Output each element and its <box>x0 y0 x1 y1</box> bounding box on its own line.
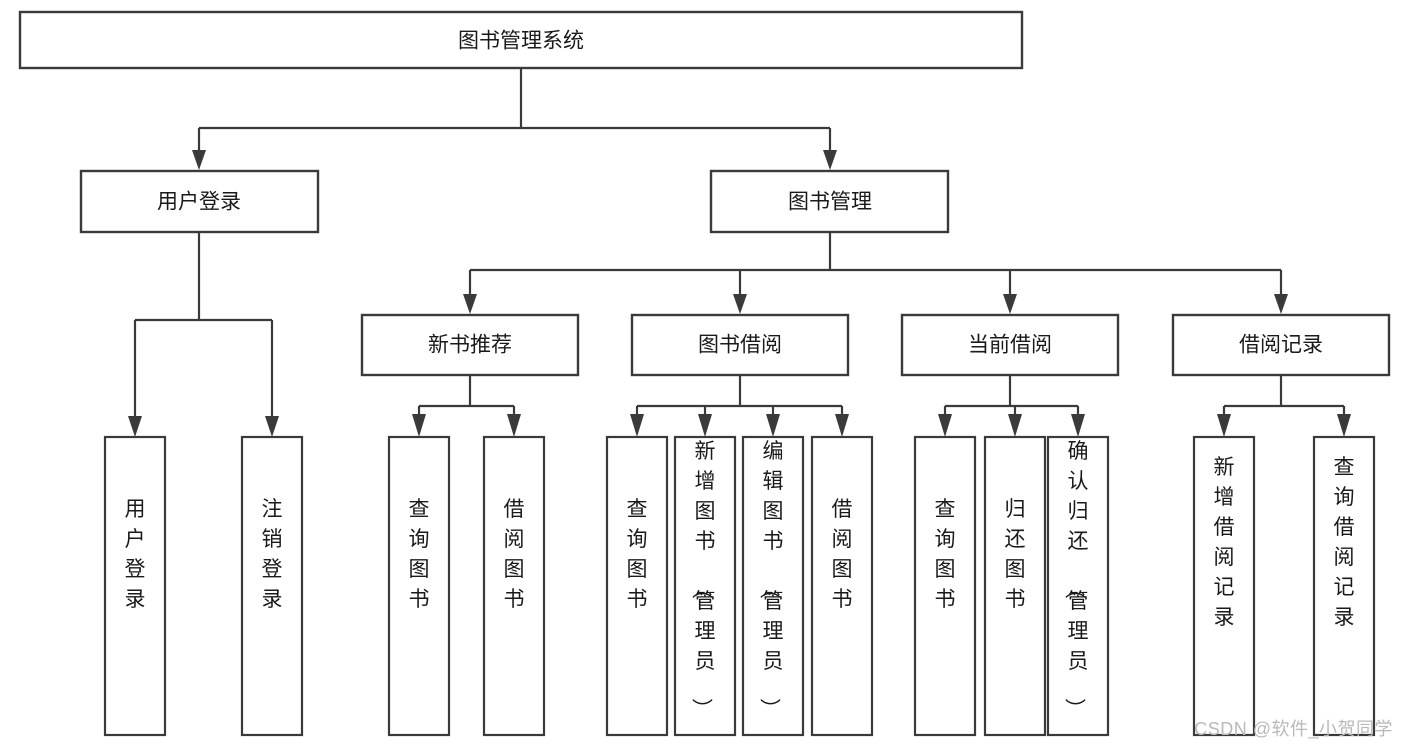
arrow-head-leaf-query-book-2 <box>630 414 644 437</box>
connector-group-borrow-record <box>1217 375 1351 437</box>
node-borrow-record[interactable]: 借阅记录 <box>1171 313 1391 377</box>
arrow-head-user-login <box>192 150 206 170</box>
node-leaf-edit-book-box <box>741 435 805 737</box>
node-leaf-add-record[interactable]: 新增借阅记录 <box>1192 435 1256 737</box>
node-borrow-record-label: 借阅记录 <box>1239 334 1323 357</box>
node-root[interactable]: 图书管理系统 <box>18 10 1024 70</box>
node-leaf-add-record-label: 新增借阅记录 <box>1214 456 1235 629</box>
node-user-login-box <box>79 169 320 234</box>
node-leaf-return-book-box <box>983 435 1047 737</box>
connector-group-new-book-recommend <box>412 375 521 437</box>
node-leaf-query-book-2[interactable]: 查询图书 <box>605 435 669 737</box>
arrow-head-leaf-add-book <box>698 414 712 437</box>
node-leaf-confirm-return-label: 确认归还（管理员） <box>1063 440 1089 719</box>
arrow-head-leaf-borrow-book-2 <box>835 414 849 437</box>
node-leaf-confirm-return-box <box>1046 435 1110 737</box>
arrow-head-leaf-logout <box>265 416 279 437</box>
connector-group-book-borrow <box>630 375 849 437</box>
node-leaf-user-login-box <box>103 435 167 737</box>
node-leaf-query-book-2-box <box>605 435 669 737</box>
node-leaf-query-record-box <box>1312 435 1376 737</box>
connector-group-root <box>192 68 837 170</box>
node-leaf-return-book[interactable]: 归还图书 <box>983 435 1047 737</box>
node-leaf-user-login[interactable]: 用户登录 <box>103 435 167 737</box>
arrow-head-leaf-return-book <box>1008 414 1022 437</box>
node-new-book-recommend-box <box>360 313 580 377</box>
arrow-head-leaf-borrow-book-1 <box>507 414 521 437</box>
arrow-head-current-borrow <box>1003 294 1017 314</box>
node-book-borrow-box <box>630 313 850 377</box>
node-leaf-logout[interactable]: 注销登录 <box>240 435 304 737</box>
arrow-head-leaf-add-record <box>1217 414 1231 437</box>
arrow-head-leaf-edit-book <box>766 414 780 437</box>
node-leaf-query-book-3[interactable]: 查询图书 <box>913 435 977 737</box>
node-root-box <box>18 10 1024 70</box>
arrow-head-book-manage <box>823 150 837 170</box>
connector-group-user-login <box>128 232 279 437</box>
node-leaf-user-login-label: 用户登录 <box>125 498 146 611</box>
node-leaf-query-book-3-box <box>913 435 977 737</box>
node-leaf-borrow-book-2-label: 借阅图书 <box>832 498 853 611</box>
node-leaf-query-record-label: 查询借阅记录 <box>1334 456 1355 629</box>
node-leaf-add-book[interactable]: 新增图书（管理员） <box>673 435 737 737</box>
arrow-head-leaf-query-book-1 <box>412 414 426 437</box>
arrow-head-book-borrow <box>733 294 747 314</box>
node-leaf-edit-book-label: 编辑图书（管理员） <box>758 440 784 719</box>
node-leaf-confirm-return[interactable]: 确认归还（管理员） <box>1046 435 1110 737</box>
node-new-book-recommend[interactable]: 新书推荐 <box>360 313 580 377</box>
node-leaf-borrow-book-2-box <box>810 435 874 737</box>
arrow-head-new-book-recommend <box>463 294 477 314</box>
node-user-login[interactable]: 用户登录 <box>79 169 320 234</box>
node-book-manage-label: 图书管理 <box>788 191 872 214</box>
node-current-borrow-box <box>900 313 1120 377</box>
node-leaf-return-book-label: 归还图书 <box>1005 498 1026 611</box>
node-leaf-query-book-1[interactable]: 查询图书 <box>387 435 451 737</box>
arrow-head-leaf-query-record <box>1337 414 1351 437</box>
connector-group-current-borrow <box>938 375 1085 437</box>
connector-group-book-manage <box>463 232 1288 314</box>
arrow-head-leaf-query-book-3 <box>938 414 952 437</box>
node-leaf-query-book-2-label: 查询图书 <box>627 498 648 611</box>
node-new-book-recommend-label: 新书推荐 <box>428 334 512 357</box>
node-book-manage-box <box>709 169 950 234</box>
arrow-head-leaf-user-login <box>128 416 142 437</box>
arrow-head-leaf-confirm-return <box>1071 414 1085 437</box>
arrow-head-borrow-record <box>1274 294 1288 314</box>
node-leaf-edit-book[interactable]: 编辑图书（管理员） <box>741 435 805 737</box>
node-user-login-label: 用户登录 <box>157 191 241 214</box>
node-leaf-add-book-box <box>673 435 737 737</box>
node-book-borrow[interactable]: 图书借阅 <box>630 313 850 377</box>
node-borrow-record-box <box>1171 313 1391 377</box>
node-book-borrow-label: 图书借阅 <box>698 334 782 357</box>
node-leaf-query-book-3-label: 查询图书 <box>935 498 956 611</box>
node-leaf-borrow-book-1-label: 借阅图书 <box>504 498 525 611</box>
node-leaf-logout-label: 注销登录 <box>262 498 283 611</box>
node-leaf-add-book-label: 新增图书（管理员） <box>690 440 716 719</box>
node-root-label: 图书管理系统 <box>458 30 584 53</box>
node-leaf-borrow-book-2[interactable]: 借阅图书 <box>810 435 874 737</box>
node-leaf-add-record-box <box>1192 435 1256 737</box>
node-leaf-borrow-book-1[interactable]: 借阅图书 <box>482 435 546 737</box>
node-leaf-query-book-1-box <box>387 435 451 737</box>
node-leaf-query-record[interactable]: 查询借阅记录 <box>1312 435 1376 737</box>
node-leaf-query-book-1-label: 查询图书 <box>409 498 430 611</box>
node-current-borrow[interactable]: 当前借阅 <box>900 313 1120 377</box>
node-book-manage[interactable]: 图书管理 <box>709 169 950 234</box>
node-leaf-borrow-book-1-box <box>482 435 546 737</box>
node-leaf-logout-box <box>240 435 304 737</box>
node-current-borrow-label: 当前借阅 <box>968 334 1052 357</box>
